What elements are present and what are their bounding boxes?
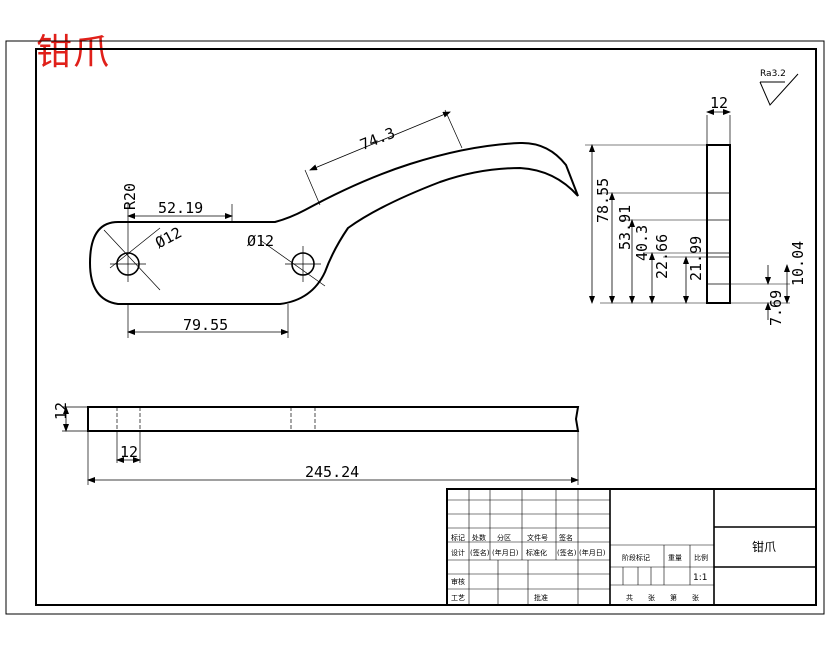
tb-date1: (年月日) (492, 548, 519, 557)
drawing-title: 钳爪 (36, 32, 111, 73)
dim-r20: R20 (121, 183, 139, 210)
tb-mark: 标记 (451, 533, 465, 542)
outer-border (5, 40, 825, 615)
tb-process: 工艺 (451, 594, 465, 602)
tb-scale: 1:1 (693, 573, 707, 583)
claw-side-view: 12 78.55 53.91 40.3 22.66 21.99 7.69 10.… (585, 94, 807, 326)
dim-10-04: 10.04 (789, 241, 807, 286)
title-block: 标记 处数 分区 文件号 签名 设计 (签名) (年月日) 标准化 (签名) (… (446, 488, 817, 606)
tb-review: 审核 (451, 577, 465, 586)
claw-front-view: 74.3 52.19 R20 Ø12 Ø12 79.55 (88, 109, 579, 338)
dim-78-55: 78.55 (594, 178, 612, 223)
dim-side-12: 12 (52, 402, 70, 420)
dim-dia12-left: Ø12 (152, 223, 184, 252)
dim-53-91: 53.91 (616, 205, 634, 250)
dim-79-55: 79.55 (183, 316, 228, 334)
tb-sign: 签名 (559, 533, 573, 542)
tb-stage: 阶段标记 (622, 553, 650, 562)
dim-dia12-right: Ø12 (247, 232, 274, 250)
roughness-label: Ra3.2 (760, 69, 786, 79)
roughness-symbol: Ra3.2 (759, 69, 799, 106)
tb-sheets: 共 张 第 张 (626, 593, 703, 602)
dim-40-3: 40.3 (633, 225, 651, 261)
tb-part-name: 钳爪 (752, 540, 776, 554)
dim-7-69: 7.69 (767, 290, 785, 326)
tb-sig2: (签名) (557, 548, 577, 557)
tb-scale-label: 比例 (694, 553, 708, 562)
dim-245-24: 245.24 (305, 463, 359, 481)
tb-docno: 文件号 (527, 533, 548, 542)
tb-sig1: (签名) (470, 548, 490, 557)
tb-zone: 分区 (497, 533, 511, 542)
dim-top-12: 12 (710, 94, 728, 112)
tb-std: 标准化 (526, 548, 547, 557)
dim-22-66: 22.66 (653, 234, 671, 279)
dim-74-3: 74.3 (357, 124, 397, 154)
tb-date2: (年月日) (579, 548, 606, 557)
dim-52-19: 52.19 (158, 199, 203, 217)
inner-border (35, 48, 817, 606)
tb-approve: 批准 (534, 593, 548, 602)
tb-weight: 重量 (668, 554, 682, 562)
dim-21-99: 21.99 (687, 236, 705, 281)
tb-count: 处数 (472, 533, 486, 542)
claw-plan-view: 12 12 245.24 (52, 402, 580, 485)
dim-bottom-12: 12 (120, 443, 138, 461)
tb-design: 设计 (451, 548, 465, 557)
